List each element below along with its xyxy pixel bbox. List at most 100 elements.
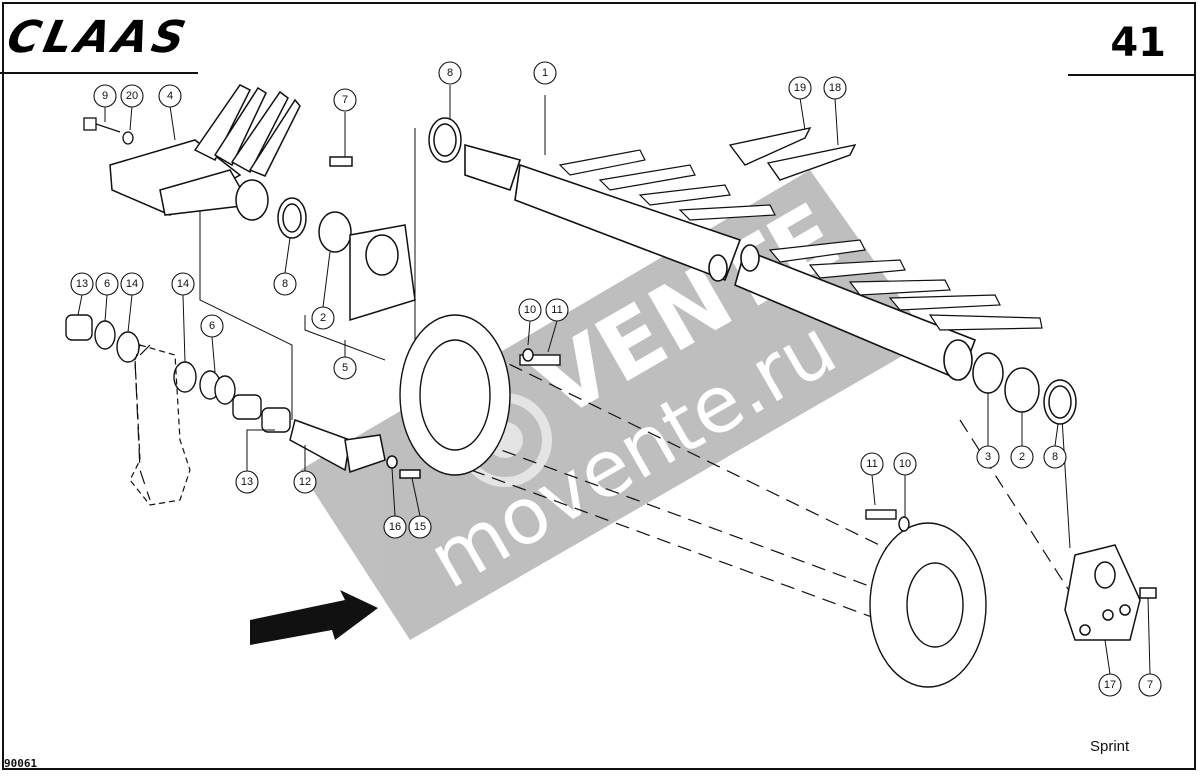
finger	[213, 86, 267, 167]
callout-18: 18	[829, 82, 841, 94]
ring-8-left-inner	[282, 203, 302, 233]
callout-11-center: 11	[551, 304, 562, 316]
washer-20	[122, 131, 134, 145]
callout-13-top: 13	[76, 278, 88, 290]
bolt-11-right	[865, 509, 897, 520]
finger	[230, 90, 289, 174]
main-shaft	[464, 143, 977, 382]
brand-rule	[0, 72, 198, 74]
washer-10-center	[522, 348, 534, 362]
callout-leaders	[77, 237, 1151, 675]
washer-14-mid	[173, 361, 197, 393]
finger	[193, 84, 252, 162]
lever-shaft	[289, 419, 351, 472]
right-bracket-hole	[1119, 604, 1131, 616]
callout-6-top: 6	[104, 278, 110, 290]
bushing-13-top	[65, 314, 93, 341]
housing-bore	[365, 234, 399, 276]
leader-4	[169, 105, 176, 141]
callout-16: 16	[389, 521, 401, 533]
left-bearing-set	[277, 117, 462, 322]
guide-plates	[728, 127, 857, 181]
bearing-2-left	[318, 211, 352, 253]
flange-inner	[419, 339, 491, 451]
shaft-end-c	[943, 339, 973, 381]
page-number: 41	[1110, 20, 1166, 66]
bolt-11-center	[519, 354, 561, 366]
bolt-shank	[95, 123, 121, 133]
right-flange	[865, 509, 987, 688]
tine	[888, 294, 1001, 311]
callout-labels: 1 8 19 18 7 9 20 4 8 2 5 10 11 13 6 14 1…	[76, 67, 1153, 691]
callout-14-mid: 14	[177, 278, 189, 290]
shaft-tube-a	[514, 163, 742, 282]
grease-nipple-7-right	[1139, 587, 1157, 599]
callout-circles	[70, 61, 1162, 697]
bushing-13-a	[232, 394, 262, 420]
guide-plate-18	[766, 144, 857, 181]
callout-14-top: 14	[126, 278, 138, 290]
bolt-9	[83, 117, 134, 145]
bushing-13-b	[261, 407, 291, 433]
ring-6-top	[94, 320, 116, 350]
tine	[598, 164, 696, 191]
left-washer-stack	[65, 314, 291, 433]
assembly-line-lower	[419, 419, 881, 591]
tine	[768, 239, 866, 263]
callout-6-mid: 6	[209, 320, 215, 332]
callout-5: 5	[342, 362, 348, 374]
right-bracket-hole	[1102, 609, 1114, 621]
document-code: 90061	[4, 757, 38, 770]
bearing-2-right	[1004, 367, 1040, 413]
assembly-line-upper	[469, 344, 911, 561]
callout-1: 1	[542, 67, 548, 79]
leader-20	[129, 105, 133, 131]
assembly-line-bottom	[429, 454, 881, 621]
washer-16	[386, 455, 398, 469]
callout-2-right: 2	[1019, 451, 1025, 463]
tines	[558, 149, 1043, 331]
right-bracket-bore	[1094, 561, 1116, 589]
right-bracket-17	[1064, 544, 1157, 641]
finger	[248, 98, 301, 177]
callout-7-top: 7	[342, 94, 348, 106]
leader-bracket-5	[304, 315, 386, 361]
right-bracket-hole	[1079, 624, 1091, 636]
tine	[638, 184, 731, 206]
callout-8-top: 8	[447, 67, 453, 79]
leader-19	[799, 97, 806, 131]
leader-4-12	[199, 195, 293, 420]
center-flange	[399, 314, 561, 476]
callout-2-left: 2	[320, 312, 326, 324]
tine	[558, 149, 646, 176]
callout-19: 19	[794, 82, 806, 94]
ring-8-top-inner	[433, 123, 457, 157]
callout-13-bottom: 13	[241, 476, 253, 488]
lever-head	[344, 434, 386, 473]
left-bracket	[109, 84, 301, 221]
leader-18	[834, 97, 839, 146]
tine	[678, 204, 776, 221]
assembly-line-arm	[134, 344, 151, 501]
leader-8-right	[1061, 417, 1071, 549]
splined-end	[464, 143, 522, 192]
model-label: Sprint	[1090, 738, 1130, 755]
bracket-bore	[235, 179, 269, 221]
callout-17: 17	[1104, 679, 1116, 691]
callout-8-left: 8	[282, 278, 288, 290]
direction-arrow-icon	[250, 590, 378, 645]
callout-10-center: 10	[524, 304, 536, 316]
grease-nipple-7	[329, 156, 353, 167]
callout-15: 15	[414, 521, 426, 533]
right-bracket-plate	[1064, 544, 1141, 641]
guide-plate-19	[728, 127, 812, 166]
right-flange-bore	[906, 562, 964, 648]
ring-3	[972, 352, 1004, 394]
shaft-end-a	[708, 254, 728, 282]
page-rule	[1068, 74, 1194, 76]
callout-10-right: 10	[899, 458, 911, 470]
bolt-head	[83, 117, 97, 131]
callout-8-right: 8	[1052, 451, 1058, 463]
